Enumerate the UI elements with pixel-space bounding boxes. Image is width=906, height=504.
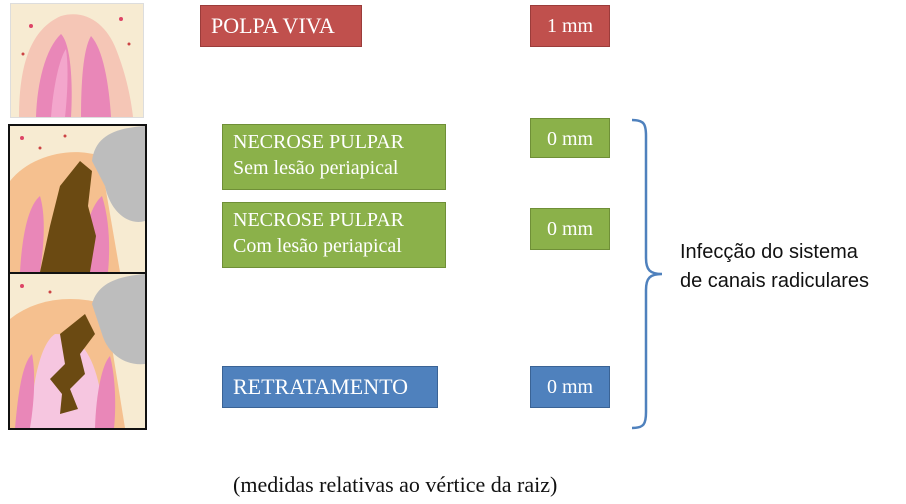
- necrose-com-lesao-line2: Com lesão periapical: [233, 235, 402, 257]
- curly-bracket-icon: [631, 118, 663, 430]
- necrose-sem-lesao-line1: NECROSE PULPAR: [233, 131, 404, 153]
- necrose-com-lesao-line1: NECROSE PULPAR: [233, 209, 404, 231]
- retratamento-measure: 0 mm: [530, 366, 610, 408]
- tooth-vital-pulp-image: [10, 3, 144, 118]
- necrose-sem-lesao-label: NECROSE PULPAR Sem lesão periapical: [222, 124, 446, 190]
- bracket-annotation-line1: Infecção do sistema: [680, 241, 858, 263]
- necrose-com-lesao-measure: 0 mm: [530, 208, 610, 250]
- polpa-viva-measure-text: 1 mm: [546, 15, 594, 37]
- footnote: (medidas relativas ao vértice da raiz): [233, 472, 558, 497]
- retratamento-text: RETRATAMENTO: [233, 374, 409, 399]
- necrose-sem-lesao-line2: Sem lesão periapical: [233, 157, 399, 179]
- polpa-viva-measure: 1 mm: [530, 5, 610, 47]
- polpa-viva-label: POLPA VIVA: [200, 5, 362, 47]
- polpa-viva-text: POLPA VIVA: [211, 13, 335, 38]
- tooth-retreatment-image: [8, 272, 147, 430]
- necrose-com-lesao-measure-text: 0 mm: [546, 218, 594, 240]
- necrose-com-lesao-label: NECROSE PULPAR Com lesão periapical: [222, 202, 446, 268]
- tooth-necrosis-image: [8, 124, 147, 274]
- retratamento-label: RETRATAMENTO: [222, 366, 438, 408]
- necrose-sem-lesao-measure-text: 0 mm: [546, 128, 594, 150]
- bracket-annotation-line2: de canais radiculares: [680, 270, 869, 292]
- retratamento-measure-text: 0 mm: [546, 376, 594, 398]
- necrose-sem-lesao-measure: 0 mm: [530, 118, 610, 158]
- bracket-annotation: Infecção do sistema de canais radiculare…: [680, 238, 869, 296]
